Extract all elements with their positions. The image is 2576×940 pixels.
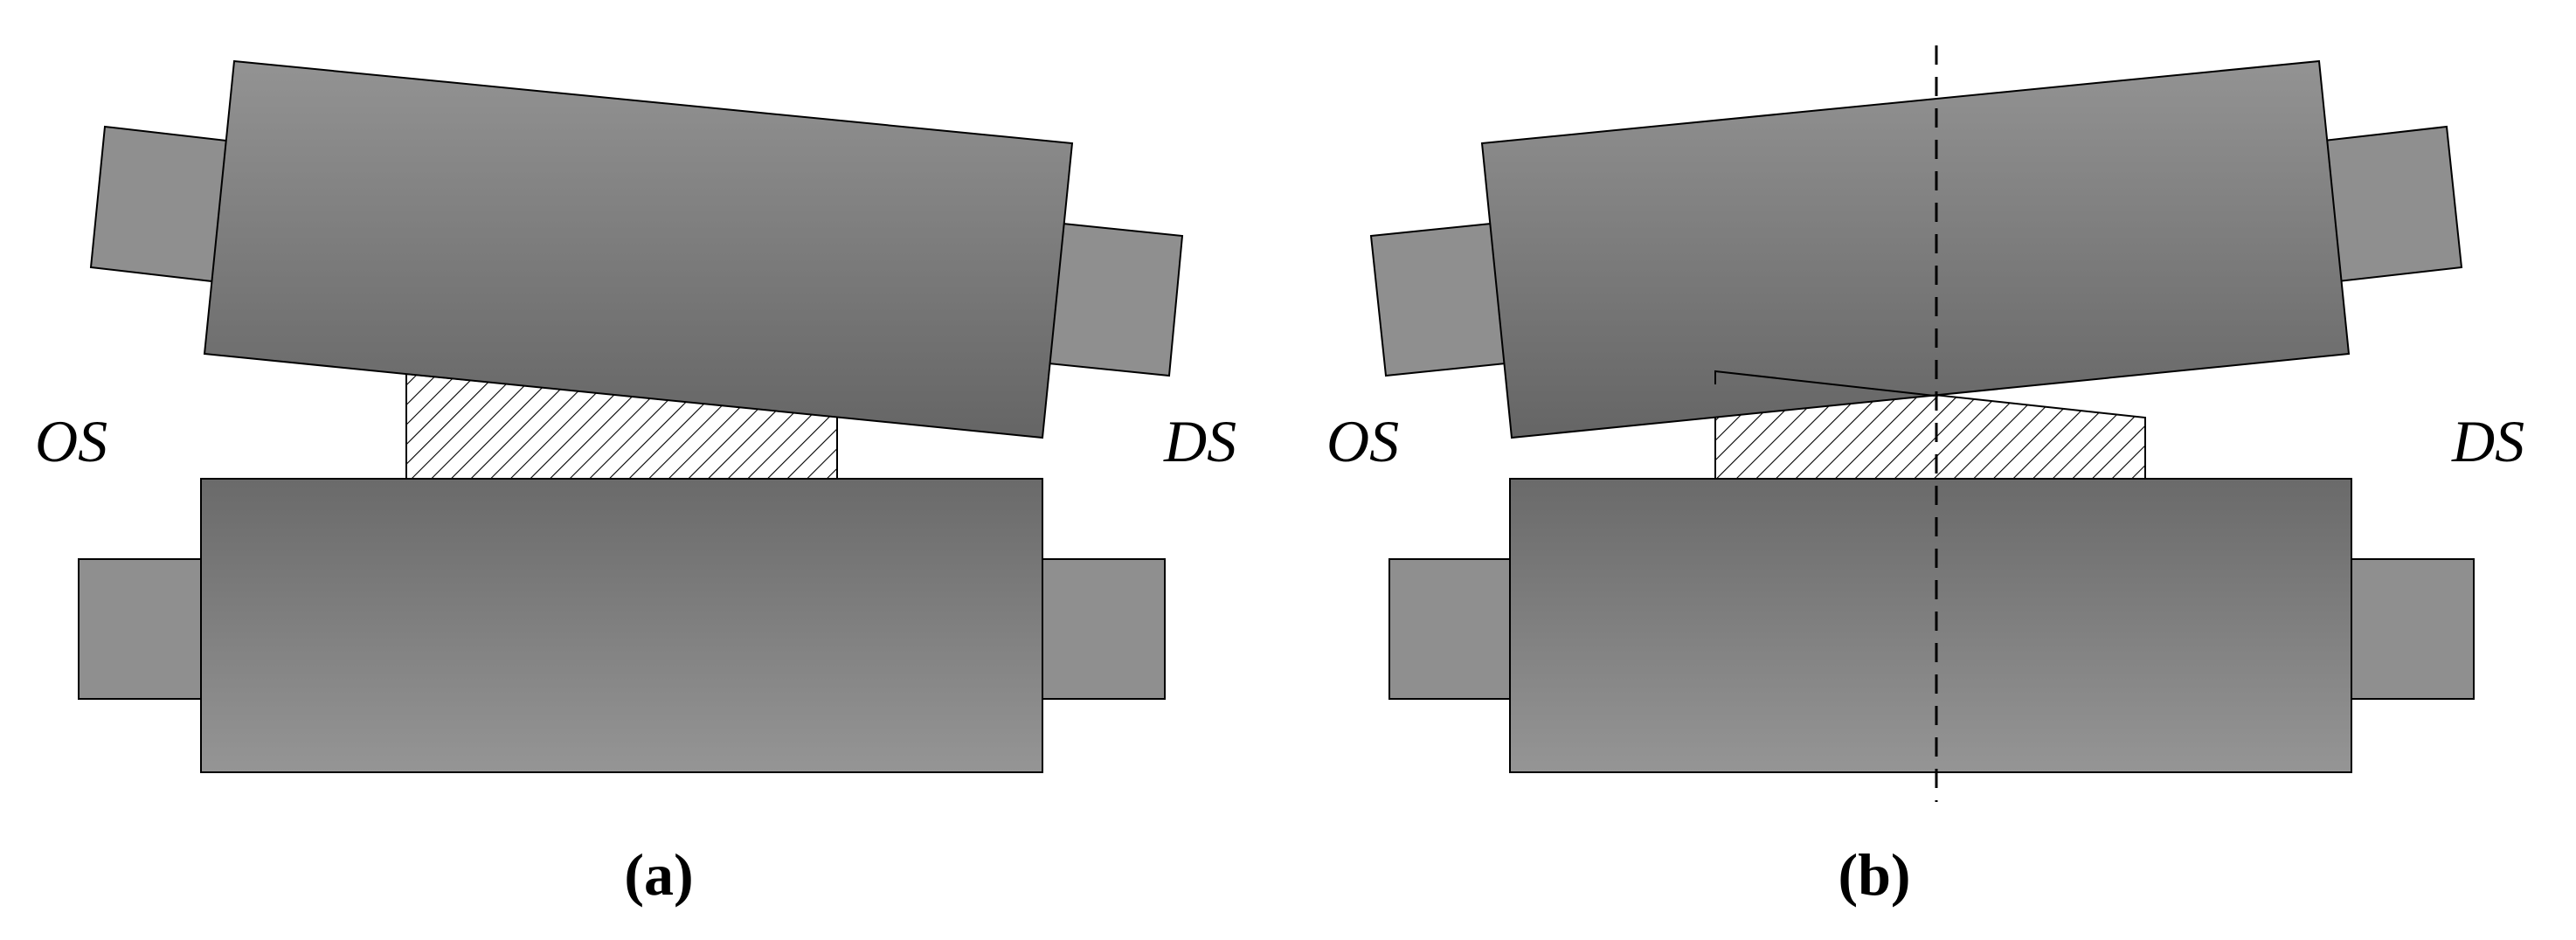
bottom-roll-body-b bbox=[1509, 478, 2352, 773]
bottom-roll-left-neck bbox=[78, 558, 204, 700]
top-roll-b bbox=[1369, 59, 2463, 439]
top-roll-body bbox=[203, 59, 1074, 439]
panel-a: OS DS (a) bbox=[35, 59, 1236, 908]
label-ds-b: DS bbox=[2451, 408, 2524, 474]
bottom-roll bbox=[78, 478, 1166, 773]
bottom-roll-left-neck-b bbox=[1388, 558, 1513, 700]
contact-edge-b bbox=[1714, 370, 1935, 397]
bottom-roll-right-neck bbox=[1041, 558, 1166, 700]
label-os-a: OS bbox=[35, 408, 107, 474]
panel-label-b: (b) bbox=[1838, 841, 1910, 908]
top-roll bbox=[89, 59, 1184, 439]
bottom-roll-body bbox=[200, 478, 1043, 773]
label-ds-a: DS bbox=[1163, 408, 1236, 474]
top-roll-left-neck bbox=[89, 125, 236, 284]
top-roll-body-b bbox=[1480, 59, 2351, 439]
panel-label-a: (a) bbox=[624, 841, 693, 908]
panel-b: OS DS (b) bbox=[1326, 45, 2524, 908]
bottom-roll-right-neck-b bbox=[2350, 558, 2475, 700]
label-os-b: OS bbox=[1326, 408, 1399, 474]
bottom-roll-b bbox=[1388, 478, 2475, 773]
